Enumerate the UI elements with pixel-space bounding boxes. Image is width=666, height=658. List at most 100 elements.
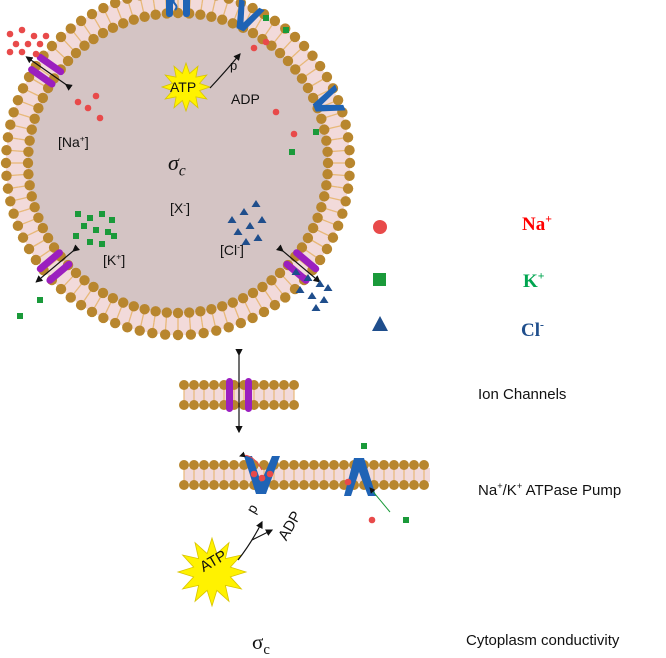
lipid-tail — [140, 0, 143, 7]
lipid-head — [55, 283, 67, 295]
lipid-head — [206, 304, 217, 315]
intracellular-k-ion — [99, 211, 105, 217]
intracellular-cl-ion — [257, 216, 267, 223]
cell-atp-star — [160, 61, 212, 113]
channel-subunit — [183, 0, 190, 17]
lipid-head — [1, 144, 12, 156]
lipid-head — [279, 480, 289, 490]
lipid-head — [199, 460, 209, 470]
extracellular-na-ion — [42, 32, 50, 40]
lipid-head — [122, 0, 133, 4]
intracellular-cl-ion — [253, 234, 263, 241]
k-conc-sup: + — [116, 251, 122, 262]
lipid-head — [247, 27, 259, 39]
lipid-head — [259, 400, 269, 410]
pump-body — [312, 84, 346, 112]
na-conc-text: [Na — [58, 134, 80, 150]
lipid-head — [26, 124, 37, 135]
lipid-head — [206, 11, 217, 22]
cell-phosphate-label: p — [230, 58, 238, 73]
lipid-head — [117, 297, 129, 308]
lipid-head — [179, 460, 189, 470]
k-conc-text: [K — [103, 252, 117, 268]
extracellular-na-ion — [36, 40, 44, 48]
extracellular-cl-ion — [307, 292, 317, 299]
lipid-head — [199, 480, 209, 490]
lipid-head — [369, 460, 379, 470]
lipid-head — [189, 460, 199, 470]
cytoplasm — [28, 13, 328, 313]
lipid-head — [86, 8, 98, 20]
lipid-tail — [165, 0, 167, 3]
lipid-head — [139, 304, 150, 315]
na-ion — [250, 470, 258, 478]
intracellular-k-ion — [87, 215, 93, 221]
atp-reaction-arrow — [209, 53, 241, 89]
lipid-head — [217, 14, 228, 25]
lipid-head — [29, 113, 40, 124]
lipid-head — [62, 55, 74, 67]
lipid-head — [274, 47, 286, 59]
lipid-head — [279, 460, 289, 470]
legend-cl-charge: - — [540, 318, 544, 332]
lipid-head — [379, 480, 389, 490]
pump-label-plus2: + — [516, 481, 523, 491]
na-ion — [258, 474, 266, 482]
k-conc-close: ] — [121, 252, 126, 268]
lipid-head — [302, 232, 314, 244]
lipid-head — [17, 83, 29, 94]
extracellular-cl-ion — [311, 304, 321, 311]
lipid-head — [399, 480, 409, 490]
intracellular-na-ion — [74, 98, 82, 106]
cl-conc-text: [Cl — [220, 242, 238, 258]
pump-label-plus1: + — [497, 481, 503, 491]
extracellular-na-ion — [18, 48, 26, 56]
lipid-head — [24, 135, 35, 146]
lipid-head — [289, 460, 299, 470]
key-illustrations — [176, 349, 430, 608]
lipid-head — [239, 480, 249, 490]
lipid-head — [198, 327, 209, 339]
lipid-head — [26, 191, 37, 202]
extracellular-cl-ion — [291, 268, 301, 275]
lipid-head — [296, 73, 308, 84]
pump-label-na: Na — [478, 482, 498, 499]
lipid-head — [322, 146, 333, 157]
lipid-head — [322, 157, 334, 169]
x-conc-close: ] — [186, 200, 191, 216]
extracellular-cl-ion — [303, 274, 313, 281]
lipid-head — [185, 329, 197, 340]
ion-channel — [35, 244, 80, 284]
extracellular-cl-ion — [295, 286, 305, 293]
lipid-head — [46, 40, 58, 52]
lipid-head — [219, 480, 229, 490]
legend-cl-marker — [372, 316, 388, 331]
channel-arrow — [35, 244, 80, 283]
pump-body — [236, 0, 265, 32]
na-ion — [250, 44, 258, 52]
k-ion — [283, 27, 289, 33]
lipid-head — [307, 222, 319, 234]
cell-atp-label: ATP — [170, 79, 197, 95]
intracellular-na-ion — [96, 114, 104, 122]
lipid-head — [409, 460, 419, 470]
atpase-pump — [312, 84, 346, 112]
lipid-head — [329, 480, 339, 490]
lipid-head — [337, 208, 348, 219]
lipid-head — [302, 82, 314, 94]
intracellular-cl-ion — [239, 208, 249, 215]
lipid-head — [279, 400, 289, 410]
lipid-head — [314, 60, 326, 72]
lipid-head — [227, 18, 239, 29]
lipid-head — [209, 460, 219, 470]
lipid-head — [342, 132, 354, 143]
na-ion — [368, 516, 376, 524]
lipid-head — [223, 0, 234, 4]
cl-conc-sup: - — [237, 241, 241, 252]
lipid-head — [88, 33, 99, 45]
lipid-head — [289, 400, 299, 410]
lipid-head — [5, 196, 16, 207]
lipid-head — [223, 322, 234, 333]
legend-k-name: K — [523, 271, 538, 292]
lipid-head — [299, 460, 309, 470]
